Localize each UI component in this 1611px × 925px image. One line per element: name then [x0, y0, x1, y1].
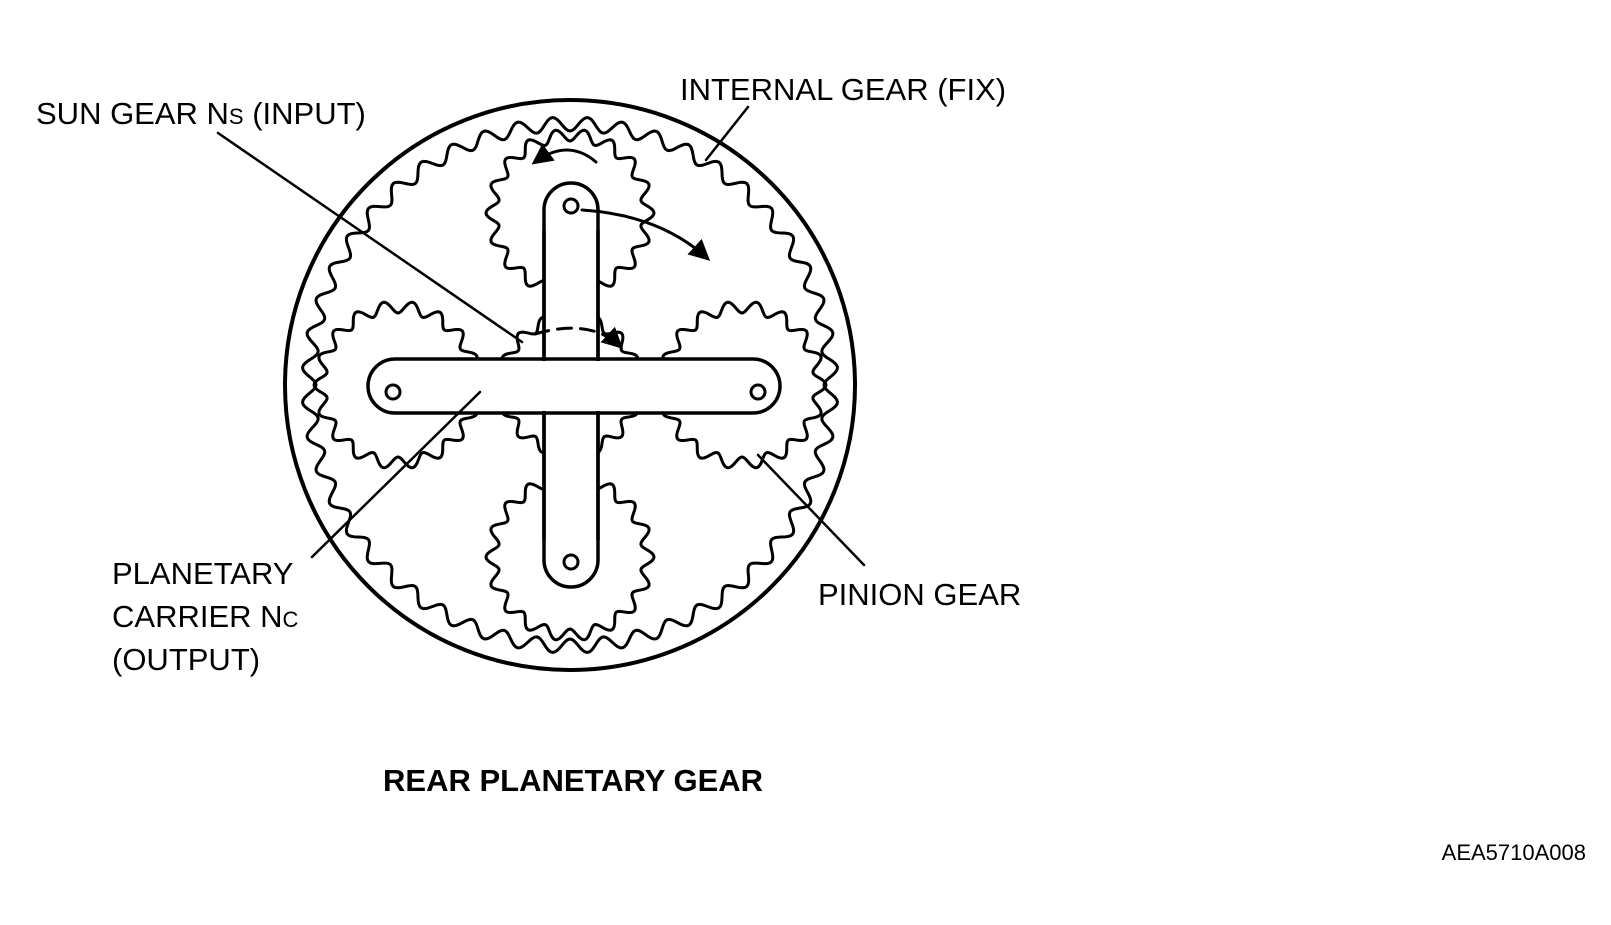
pivot-hole-top	[562, 197, 580, 215]
pivot-hole-bottom	[562, 553, 580, 571]
pinion-gear-bottom	[484, 472, 656, 642]
label-pinion-gear: PINION GEAR	[818, 577, 1021, 612]
pinion-rotation-arrow	[531, 143, 598, 165]
leader-internal-gear	[704, 105, 750, 162]
sun-rotation-arrow	[533, 326, 624, 349]
leader-sun-gear	[216, 131, 524, 344]
label-carrier-line1: PLANETARY	[112, 556, 293, 591]
carrier-rotation-arrow	[580, 208, 711, 261]
diagram-title: REAR PLANETARY GEAR	[383, 763, 763, 798]
label-internal-gear: INTERNAL GEAR (FIX)	[680, 72, 1006, 107]
pivot-hole-right	[749, 383, 767, 401]
figure-code: AEA5710A008	[1442, 840, 1586, 865]
internal-gear-outer-rim	[283, 98, 857, 672]
internal-gear-teeth	[301, 116, 839, 654]
pinion-gear-left	[312, 300, 484, 470]
leader-carrier	[310, 390, 482, 559]
pivot-hole-left	[384, 383, 402, 401]
label-carrier-line3: (OUTPUT)	[112, 642, 260, 677]
label-carrier-line2: CARRIER NC	[112, 599, 299, 634]
leader-pinion-gear	[756, 453, 866, 567]
label-sun-gear: SUN GEAR NS (INPUT)	[36, 96, 366, 131]
pinion-gear-top	[484, 128, 656, 298]
planetary-carrier	[366, 181, 782, 589]
